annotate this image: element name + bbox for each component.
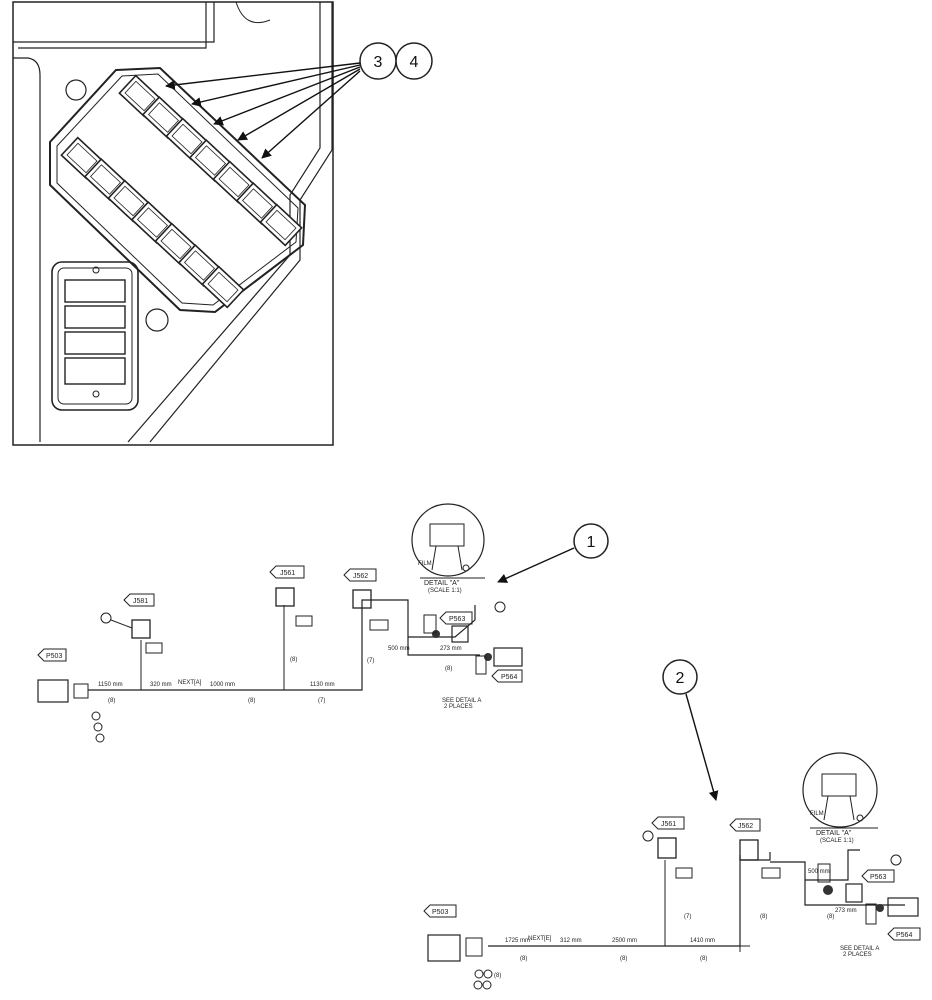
j581-label: J581 xyxy=(133,598,148,605)
svg-text:1410 mm: 1410 mm xyxy=(690,938,715,944)
connector-p503-2: P503 (8) xyxy=(423,904,501,990)
connector-p503: P503 xyxy=(37,648,105,743)
detail-a-label: DETAIL "A" xyxy=(424,580,460,587)
svg-text:(8): (8) xyxy=(700,956,707,962)
p564-2-label: P564 xyxy=(896,932,912,939)
detail-a-2-label: DETAIL "A" xyxy=(816,830,852,837)
svg-text:(8): (8) xyxy=(827,914,834,920)
small-switch-module xyxy=(51,261,139,411)
svg-text:1130 mm: 1130 mm xyxy=(310,682,335,688)
rocker-switch xyxy=(259,203,303,247)
harness-2: 1725 mm NEXT[E] 312 mm 2500 mm 1410 mm 5… xyxy=(423,659,921,990)
callout-2: 2 xyxy=(662,659,719,801)
svg-text:(8): (8) xyxy=(760,914,767,920)
leader-arrow xyxy=(191,64,361,107)
j562-label: J562 xyxy=(353,573,368,580)
rocker-switch-row-upper xyxy=(118,74,303,247)
svg-text:(8): (8) xyxy=(620,956,627,962)
connector-j561: J561 (8) xyxy=(269,565,313,663)
svg-text:(SCALE 1:1): (SCALE 1:1) xyxy=(428,588,462,594)
svg-text:(SCALE 1:1): (SCALE 1:1) xyxy=(820,838,854,844)
svg-text:(8): (8) xyxy=(290,657,297,663)
svg-text:SEE DETAIL A: SEE DETAIL A xyxy=(840,946,879,952)
svg-text:SEE DETAIL A: SEE DETAIL A xyxy=(442,698,481,704)
svg-text:(7): (7) xyxy=(684,914,691,920)
connector-p564: P564 xyxy=(475,647,523,683)
svg-text:(7): (7) xyxy=(318,698,325,704)
svg-text:NEXT[E]: NEXT[E] xyxy=(528,936,552,942)
leader-arrow xyxy=(165,62,361,90)
svg-text:(8): (8) xyxy=(494,973,501,979)
svg-text:FILM: FILM xyxy=(810,811,824,817)
connector-j562-2: J562 xyxy=(729,818,781,879)
svg-text:1150 mm: 1150 mm xyxy=(98,682,123,688)
leader-arrow xyxy=(497,547,575,583)
connector-p564-2: P564 xyxy=(865,897,921,941)
svg-text:FILM: FILM xyxy=(418,561,432,567)
harness-1: 1150 mm 320 mm NEXT[A] 1000 mm 1130 mm 5… xyxy=(37,503,609,743)
leader-arrow xyxy=(237,68,361,141)
leader-arrow xyxy=(685,693,719,801)
connector-j581: J581 xyxy=(100,593,163,654)
svg-text:1000 mm: 1000 mm xyxy=(210,682,235,688)
svg-text:312 mm: 312 mm xyxy=(560,938,582,944)
leader-arrow xyxy=(261,70,361,159)
callout-1: 1 xyxy=(497,523,609,583)
callout-3-label: 3 xyxy=(374,54,383,71)
j561-label: J561 xyxy=(280,570,295,577)
connector-p563: P563 xyxy=(423,601,506,643)
connector-j561-2: J561 xyxy=(642,816,693,879)
svg-text:320 mm: 320 mm xyxy=(150,682,172,688)
p563-2-label: P563 xyxy=(870,874,886,881)
callout-3-4: 3 4 xyxy=(165,42,433,159)
svg-text:1725 mm: 1725 mm xyxy=(505,938,530,944)
switch-panel xyxy=(49,66,307,314)
svg-text:(8): (8) xyxy=(445,666,452,672)
svg-text:273 mm: 273 mm xyxy=(440,646,462,652)
p564-label: P564 xyxy=(501,674,517,681)
leader-arrow xyxy=(213,66,361,126)
svg-text:(8): (8) xyxy=(248,698,255,704)
svg-text:NEXT[A]: NEXT[A] xyxy=(178,680,202,686)
svg-text:273 mm: 273 mm xyxy=(835,908,857,914)
detail-a-bubble-2: FILM DETAIL "A" (SCALE 1:1) xyxy=(802,752,878,844)
svg-text:2 PLACES: 2 PLACES xyxy=(444,704,473,710)
svg-text:(7): (7) xyxy=(367,658,374,664)
svg-text:500 mm: 500 mm xyxy=(388,646,410,652)
svg-text:2500 mm: 2500 mm xyxy=(612,938,637,944)
p563-label: P563 xyxy=(449,616,465,623)
p503-2-label: P503 xyxy=(432,909,448,916)
svg-text:500 mm: 500 mm xyxy=(808,869,830,875)
connector-p563-2: P563 xyxy=(817,854,902,903)
j561-2-label: J561 xyxy=(661,821,676,828)
svg-text:2 PLACES: 2 PLACES xyxy=(843,952,872,958)
svg-text:(8): (8) xyxy=(520,956,527,962)
callout-4-label: 4 xyxy=(410,54,419,71)
callout-1-label: 1 xyxy=(587,534,596,551)
rocker-switch-row-lower xyxy=(60,136,245,309)
rocker-switch xyxy=(201,265,245,309)
callout-2-label: 2 xyxy=(676,670,685,687)
svg-text:(8): (8) xyxy=(108,698,115,704)
connector-j562: J562 xyxy=(343,568,389,631)
detail-a-bubble: FILM DETAIL "A" (SCALE 1:1) xyxy=(411,503,485,594)
p503-label: P503 xyxy=(46,653,62,660)
j562-2-label: J562 xyxy=(738,823,753,830)
